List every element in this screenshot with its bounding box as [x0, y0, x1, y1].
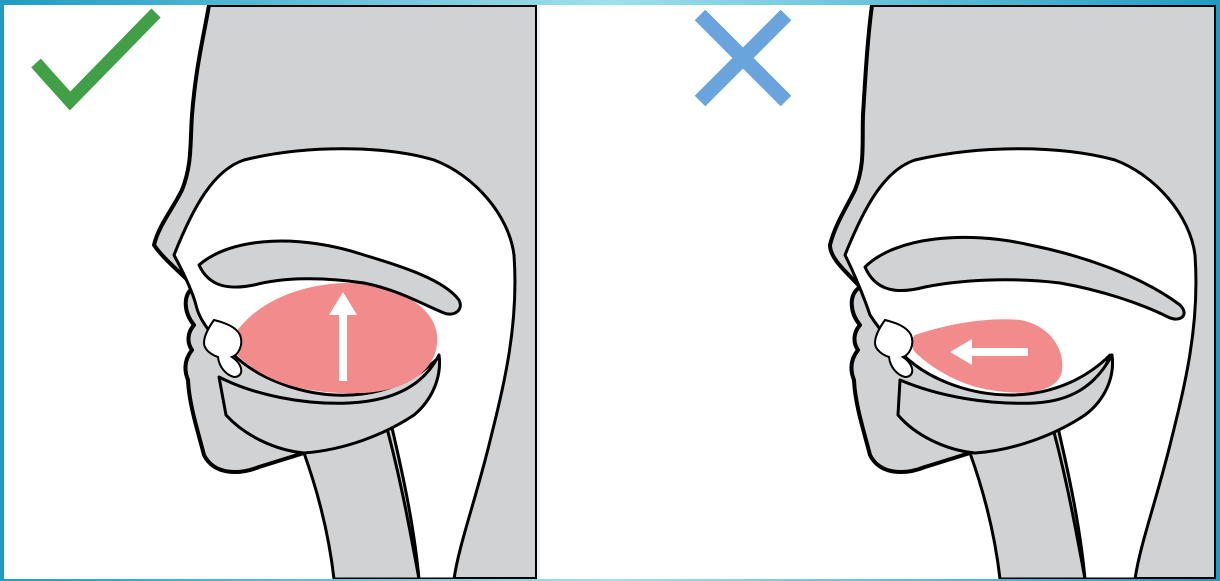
correct-tongue-posture-panel: [4, 5, 537, 579]
incorrect-tongue-posture-panel: [540, 5, 1216, 579]
cross-icon: [700, 15, 786, 101]
incorrect-head-profile-illustration: [540, 5, 1216, 579]
check-icon: [36, 13, 156, 101]
correct-head-profile-illustration: [4, 5, 537, 579]
